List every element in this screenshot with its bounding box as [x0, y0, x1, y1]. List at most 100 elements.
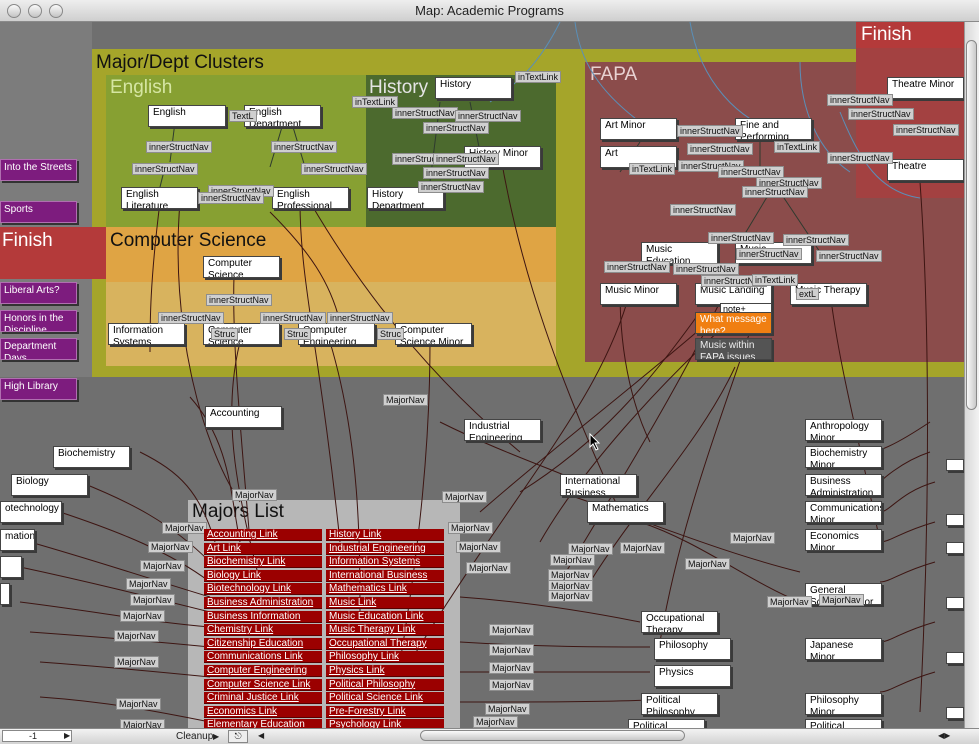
node-economics-minor[interactable]: Economics Minor — [805, 529, 882, 551]
node-occupational-therapy[interactable]: Occupational Therapy — [641, 611, 718, 633]
cleanup-arrow-icon[interactable]: ▶ — [213, 732, 220, 741]
link-tag-inner-23[interactable]: innerStructNav — [677, 125, 743, 137]
link-tag-majornav-76[interactable]: MajorNav — [819, 594, 864, 606]
node-communications-minor[interactable]: Communications Minor — [805, 501, 882, 523]
vertical-scroll-thumb[interactable] — [966, 40, 977, 410]
link-tag-majornav-45[interactable]: MajorNav — [383, 394, 428, 406]
link-tag-majornav-67[interactable]: MajorNav — [550, 554, 595, 566]
major-link-left-6[interactable]: Business Information — [204, 610, 322, 623]
node-computer-science-minor[interactable]: Computer Science Minor — [395, 323, 472, 345]
node-history[interactable]: History — [435, 77, 512, 99]
link-tag-inner-41[interactable]: innerStructNav — [673, 263, 739, 275]
major-link-right-1[interactable]: Industrial Engineering — [326, 542, 444, 555]
link-tag-inner-18[interactable]: innerStructNav — [260, 312, 326, 324]
major-link-left-7[interactable]: Chemistry Link — [204, 624, 322, 637]
link-tag-inner-2[interactable]: innerStructNav — [301, 163, 367, 175]
into-the-streets-button[interactable]: Into the Streets — [0, 159, 77, 181]
link-tag-majornav-55[interactable]: MajorNav — [114, 656, 159, 668]
link-tag-majornav-59[interactable]: MajorNav — [456, 541, 501, 553]
major-link-right-12[interactable]: Political Science Link — [326, 692, 444, 705]
link-tag-inner-1[interactable]: innerStructNav — [132, 163, 198, 175]
link-tag-inner-39[interactable]: innerStructNav — [816, 250, 882, 262]
major-link-right-14[interactable]: Psychology Link — [326, 719, 444, 728]
link-tag-majornav-48[interactable]: MajorNav — [162, 522, 207, 534]
link-tag-inner-24[interactable]: innerStructNav — [687, 143, 753, 155]
link-tag-majornav-46[interactable]: MajorNav — [442, 491, 487, 503]
node-cut-right-5[interactable] — [946, 652, 964, 664]
link-tag-majornav-74[interactable]: MajorNav — [730, 532, 775, 544]
link-tag-majornav-73[interactable]: MajorNav — [685, 558, 730, 570]
major-link-left-5[interactable]: Business Administration — [204, 597, 322, 609]
node-information-systems[interactable]: Information Systems — [108, 323, 185, 345]
node-what-message[interactable]: What message here? — [695, 312, 772, 334]
link-tag-inner-40[interactable]: innerStructNav — [604, 261, 670, 273]
node-cut-right-2[interactable] — [946, 514, 964, 526]
link-tag-inner-36[interactable]: innerStructNav — [708, 232, 774, 244]
map-canvas[interactable]: Major/Dept Clusters English History FAPA… — [0, 22, 964, 728]
link-tag-inner-10[interactable]: innerStructNav — [423, 122, 489, 134]
link-tag-textlink-30[interactable]: inTextLink — [774, 141, 821, 153]
link-tag-majornav-66[interactable]: MajorNav — [473, 716, 518, 728]
link-tag-majornav-72[interactable]: MajorNav — [620, 542, 665, 554]
link-tag-majornav-63[interactable]: MajorNav — [489, 662, 534, 674]
major-link-left-8[interactable]: Citizenship Education — [204, 637, 322, 650]
horizontal-scroll-thumb[interactable] — [420, 730, 685, 741]
node-english-professional[interactable]: English Professional — [272, 187, 349, 209]
major-link-right-6[interactable]: Music Education Link — [326, 610, 444, 623]
node-accounting[interactable]: Accounting — [205, 406, 282, 428]
link-tag-majornav-47[interactable]: MajorNav — [232, 489, 277, 501]
link-tag-majornav-49[interactable]: MajorNav — [148, 541, 193, 553]
link-tag-inner-32[interactable]: innerStructNav — [718, 166, 784, 178]
major-link-left-4[interactable]: Biotechnology Link — [204, 583, 322, 596]
link-tag-majornav-70[interactable]: MajorNav — [548, 590, 593, 602]
link-tag-struc-20[interactable]: Struc — [211, 328, 239, 340]
major-link-right-9[interactable]: Philosophy Link — [326, 651, 444, 664]
major-link-left-3[interactable]: Biology Link — [204, 569, 322, 582]
link-tag-textlink-6[interactable]: inTextLink — [352, 96, 399, 108]
node-fine-and-performing[interactable]: Fine and Performing — [735, 118, 812, 140]
link-tag-inner-38[interactable]: innerStructNav — [736, 248, 802, 260]
node-theatre[interactable]: Theatre — [887, 159, 964, 181]
finish-left-region[interactable]: Finish — [0, 227, 108, 279]
sports-button[interactable]: Sports — [0, 201, 77, 223]
node-theatre-minor[interactable]: Theatre Minor — [887, 77, 964, 99]
link-tag-inner-11[interactable]: innerStructNav — [455, 110, 521, 122]
link-tag-inner-5[interactable]: innerStructNav — [271, 141, 337, 153]
link-tag-majornav-64[interactable]: MajorNav — [489, 679, 534, 691]
link-tag-inner-15[interactable]: innerStructNav — [423, 167, 489, 179]
major-link-right-0[interactable]: History Link — [326, 529, 444, 541]
node-biotechnology[interactable]: otechnology — [0, 501, 62, 523]
major-link-left-9[interactable]: Communications Link — [204, 651, 322, 664]
zoom-window-button[interactable] — [49, 4, 63, 18]
major-link-left-14[interactable]: Elementary Education — [204, 719, 322, 728]
link-tag-extl-44[interactable]: extL — [796, 288, 820, 300]
node-information[interactable]: mation — [0, 529, 35, 551]
link-tag-struc-21[interactable]: Struc — [284, 328, 312, 340]
link-tag-inner-9[interactable]: innerStructNav — [392, 107, 458, 119]
node-biology[interactable]: Biology — [11, 474, 88, 496]
node-philosophy[interactable]: Philosophy — [654, 638, 731, 660]
link-tag-majornav-60[interactable]: MajorNav — [466, 562, 511, 574]
major-link-right-3[interactable]: International Business — [326, 569, 444, 582]
major-link-left-1[interactable]: Art Link — [204, 542, 322, 555]
node-physics[interactable]: Physics — [654, 665, 731, 687]
link-tag-textl-8[interactable]: TextL — [229, 110, 257, 122]
link-tag-inner-37[interactable]: innerStructNav — [783, 234, 849, 246]
major-link-left-11[interactable]: Computer Science Link — [204, 678, 322, 691]
liberal-arts-button[interactable]: Liberal Arts? — [0, 282, 77, 304]
honors-discipline-button[interactable]: Honors in the Discipline — [0, 310, 77, 332]
node-music-minor[interactable]: Music Minor — [600, 283, 677, 305]
node-political-philosophy[interactable]: Political Philosophy — [641, 693, 718, 715]
node-biochemistry[interactable]: Biochemistry — [53, 446, 130, 468]
link-tag-inner-17[interactable]: innerStructNav — [158, 312, 224, 324]
link-tag-inner-16[interactable]: innerStructNav — [206, 294, 272, 306]
zoom-field[interactable]: -1 — [2, 730, 72, 742]
link-tag-inner-13[interactable]: innerStructNav — [433, 153, 499, 165]
link-tag-inner-25[interactable]: innerStructNav — [827, 94, 893, 106]
cleanup-button[interactable]: Cleanup — [176, 731, 214, 742]
node-industrial-engineering[interactable]: Industrial Engineering — [464, 419, 541, 441]
node-political-right[interactable]: Political — [805, 719, 882, 728]
minimize-window-button[interactable] — [28, 4, 42, 18]
link-tag-struc-22[interactable]: Struc — [377, 328, 405, 340]
major-link-left-12[interactable]: Criminal Justice Link — [204, 692, 322, 705]
